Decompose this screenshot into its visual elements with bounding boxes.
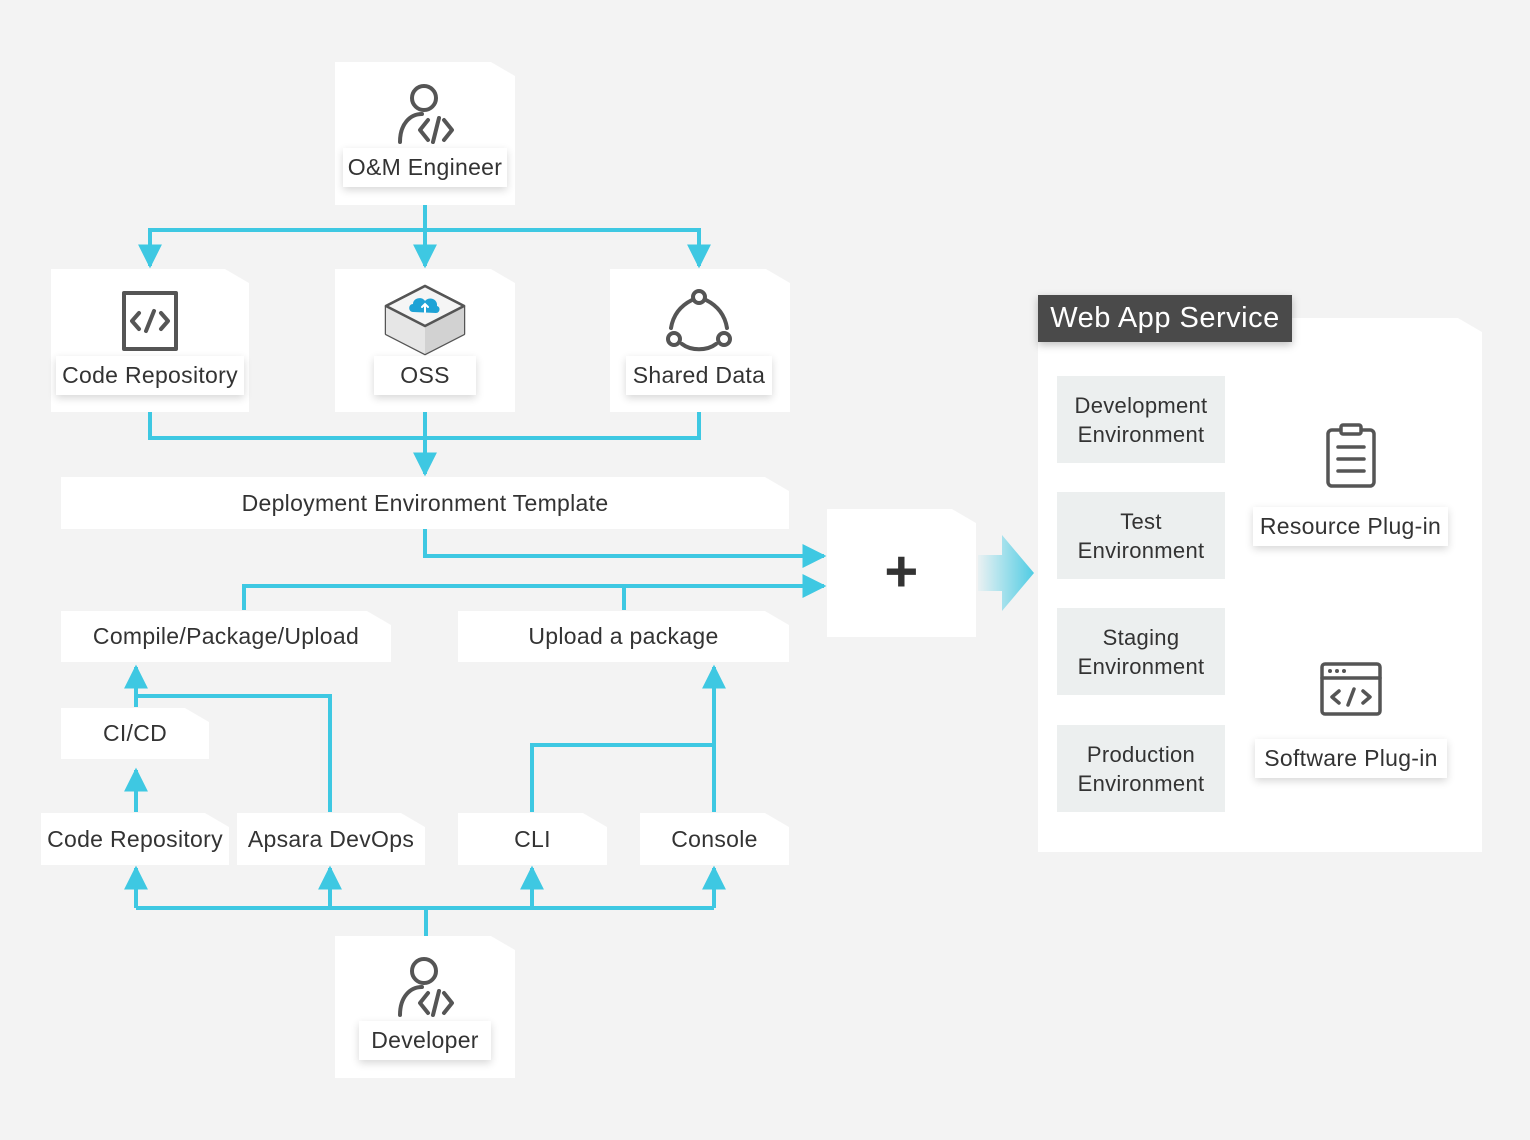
web-app-service-title: Web App Service xyxy=(1038,295,1292,342)
line-packages-plus xyxy=(242,574,827,610)
line-devops-compile xyxy=(136,694,332,812)
apsara-devops-label: Apsara DevOps xyxy=(247,825,415,852)
line-cli-upload xyxy=(530,743,714,812)
developer-icon xyxy=(398,84,454,144)
software-plugin-card[interactable] xyxy=(1248,608,1453,812)
compile-package-upload-card xyxy=(61,611,391,662)
software-plugin-label: Software Plug-in xyxy=(1255,739,1447,778)
env-test[interactable]: Test Environment xyxy=(1057,492,1225,579)
big-arrow xyxy=(978,535,1034,611)
deployment-template-label: Deployment Environment Template xyxy=(241,489,609,516)
combine-card xyxy=(827,509,976,637)
om-engineer-label: O&M Engineer xyxy=(343,148,507,187)
share-icon xyxy=(666,289,732,352)
code-icon xyxy=(122,291,178,351)
cli-label: CLI xyxy=(514,825,551,852)
developer-label: Developer xyxy=(359,1021,491,1060)
resource-plugin-label: Resource Plug-in xyxy=(1253,507,1448,546)
deployment-template-card xyxy=(61,477,789,529)
cicd-label: CI/CD xyxy=(102,720,168,746)
oss-cloud-icon xyxy=(384,284,466,356)
apsara-devops-card[interactable] xyxy=(237,813,425,865)
compile-package-upload-label: Compile/Package/Upload xyxy=(92,623,360,649)
env-production[interactable]: Production Environment xyxy=(1057,725,1225,812)
developer-icon xyxy=(398,957,454,1017)
console-card[interactable] xyxy=(640,813,789,865)
upload-package-label: Upload a package xyxy=(528,623,719,649)
env-staging[interactable]: Staging Environment xyxy=(1057,608,1225,695)
code-repository-label: Code Repository xyxy=(56,356,244,395)
shared-data-label: Shared Data xyxy=(626,356,772,395)
oss-label: OSS xyxy=(374,356,476,395)
line-template-plus xyxy=(423,529,827,568)
cicd-card xyxy=(61,708,209,759)
tool-code-repository-card[interactable] xyxy=(41,813,229,865)
tool-code-repository-label: Code Repository xyxy=(47,825,223,852)
env-development[interactable]: Development Environment xyxy=(1057,376,1225,463)
cli-card[interactable] xyxy=(458,813,607,865)
upload-package-card xyxy=(458,611,789,662)
console-label: Console xyxy=(671,825,758,852)
clipboard-icon xyxy=(1326,423,1376,488)
plus-symbol: + xyxy=(884,538,919,604)
code-window-icon xyxy=(1320,662,1382,716)
